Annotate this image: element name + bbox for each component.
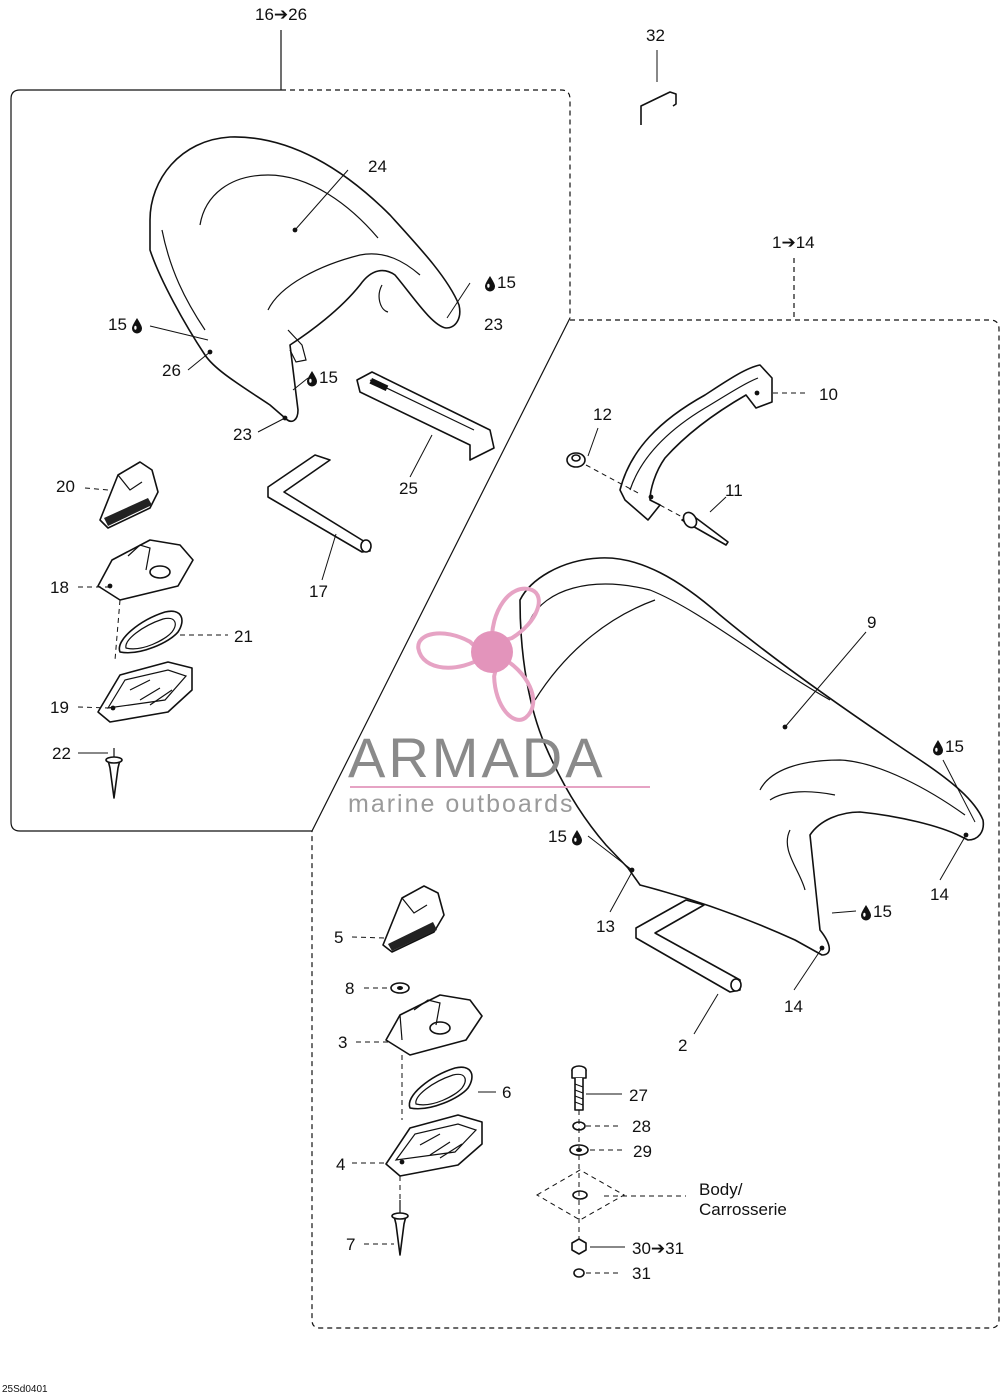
grab-bar-part-25 <box>356 371 495 461</box>
watermark-brand: ARMADA <box>348 726 606 789</box>
callout-15-lower: 15 <box>873 902 892 921</box>
drop-icon <box>485 276 495 292</box>
callout-14-right: 14 <box>930 885 949 904</box>
latch-plate-part-18 <box>97 539 194 601</box>
watermark-tagline: marine outboards <box>348 790 575 818</box>
callout-5: 5 <box>334 928 343 947</box>
base-part-4 <box>385 1114 483 1177</box>
callout-27: 27 <box>629 1086 648 1105</box>
callout-21: 21 <box>234 627 253 646</box>
callout-23-top: 23 <box>484 315 503 334</box>
callout-2: 2 <box>678 1036 687 1055</box>
main-seat-part-9 <box>519 557 985 956</box>
clip-label-32: 32 <box>646 26 665 45</box>
drop-icon <box>861 905 871 921</box>
callout-31: 31 <box>632 1264 651 1283</box>
propeller-logo <box>411 586 549 727</box>
callout-22: 22 <box>52 744 71 763</box>
leader-lines <box>77 169 976 1274</box>
base-part-19 <box>97 661 193 723</box>
callout-3: 3 <box>338 1033 347 1052</box>
rivet-part-22 <box>105 748 123 799</box>
gasket-part-21 <box>118 610 183 654</box>
callout-15-left: 15 <box>108 315 127 334</box>
rivet-part-7 <box>391 1200 409 1256</box>
group-box-left <box>10 30 571 832</box>
callout-23-bottom: 23 <box>233 425 252 444</box>
callout-29: 29 <box>633 1142 652 1161</box>
gasket-part-6 <box>408 1066 473 1110</box>
callout-30-31: 30➔31 <box>632 1239 684 1258</box>
callout-28: 28 <box>632 1117 651 1136</box>
callout-15-right: 15 <box>945 737 964 756</box>
callout-17: 17 <box>309 582 328 601</box>
washer-part-8 <box>390 982 410 994</box>
nut-part-30 <box>571 1238 587 1255</box>
callout-15-mid: 15 <box>319 368 338 387</box>
clip-part-32 <box>640 50 677 125</box>
drop-icon <box>307 371 317 387</box>
armada-watermark: ARMADA marine outboards <box>348 586 650 818</box>
callout-13: 13 <box>596 917 615 936</box>
latch-hook-part-20 <box>99 461 159 529</box>
body-label-line1: Body/ <box>699 1180 743 1199</box>
callout-12: 12 <box>593 405 612 424</box>
body-panel-area <box>536 1169 626 1221</box>
drop-icon <box>572 830 582 846</box>
screw-part-11 <box>659 504 729 546</box>
callout-labels: 16➔26 32 1➔14 24 15 23 15 26 15 23 25 17… <box>2 5 964 1395</box>
callout-11: 11 <box>725 481 743 500</box>
rear-seat-part-24 <box>149 136 461 422</box>
callout-10: 10 <box>819 385 838 404</box>
callout-7: 7 <box>346 1235 355 1254</box>
group-range-right: 1➔14 <box>772 233 815 252</box>
rod-part-2 <box>635 899 742 993</box>
callout-26: 26 <box>162 361 181 380</box>
group-box-right <box>311 258 1000 1329</box>
latch-hook-part-5 <box>382 885 445 953</box>
callout-6: 6 <box>502 1083 511 1102</box>
callout-9: 9 <box>867 613 876 632</box>
drawing-code: 25Sd0401 <box>2 1384 48 1395</box>
callout-15-center: 15 <box>548 827 567 846</box>
nut-part-12 <box>566 452 641 495</box>
callout-4: 4 <box>336 1155 345 1174</box>
callout-18: 18 <box>50 578 69 597</box>
callout-14-lower: 14 <box>784 997 803 1016</box>
drop-icon <box>132 318 142 334</box>
rod-part-17 <box>267 454 372 553</box>
callout-15-top: 15 <box>497 273 516 292</box>
nut-part-31 <box>573 1268 585 1278</box>
group-range-left: 16➔26 <box>255 5 307 24</box>
callout-25: 25 <box>399 479 418 498</box>
callout-19: 19 <box>50 698 69 717</box>
callout-24: 24 <box>368 157 387 176</box>
callout-8: 8 <box>345 979 354 998</box>
drop-icon <box>933 740 943 756</box>
callout-20: 20 <box>56 477 75 496</box>
handle-part-10 <box>619 364 773 521</box>
latch-plate-part-3 <box>385 994 483 1056</box>
body-label-line2: Carrosserie <box>699 1200 787 1219</box>
bolt-part-27 <box>571 1065 587 1111</box>
